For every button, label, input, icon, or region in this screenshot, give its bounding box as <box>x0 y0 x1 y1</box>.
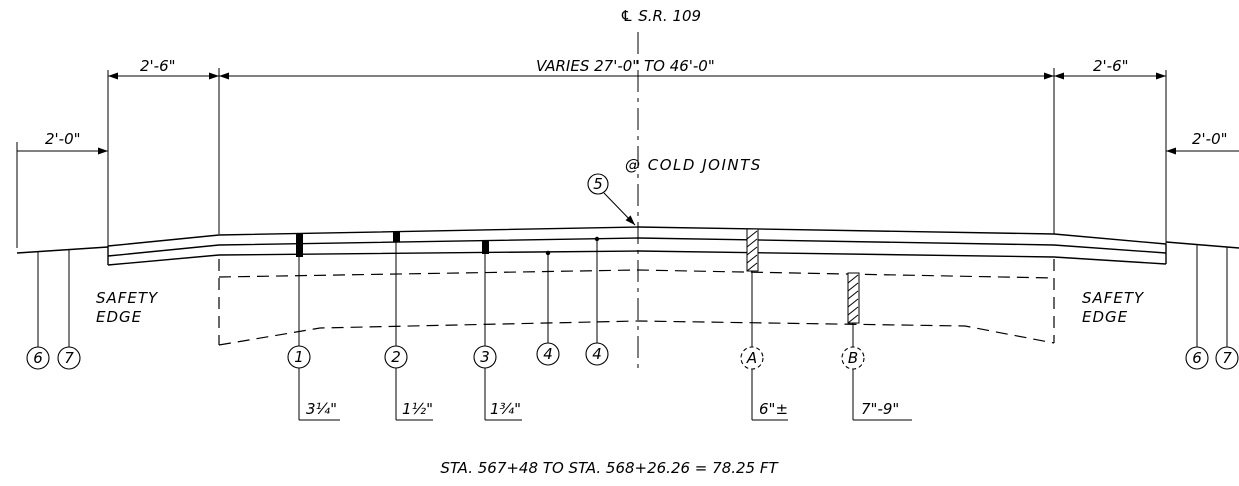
core-1 <box>296 234 303 257</box>
callout-2-label: 2 <box>391 348 401 366</box>
centerline-label: ℄ S.R. 109 <box>620 7 701 25</box>
callout-1 <box>287 345 311 369</box>
callout-3-label: 3 <box>480 348 490 366</box>
pavement-layer-2 <box>107 250 1167 266</box>
safety-edge-right-line1: SAFETY <box>1082 289 1145 307</box>
ground-left <box>16 246 109 254</box>
callout-A <box>740 346 764 370</box>
callout-1-label: 1 <box>294 348 304 366</box>
callout-6-left-label: 6 <box>33 349 43 367</box>
callout-B <box>841 346 865 370</box>
dim-right-outer-label: 2'-0" <box>1192 130 1228 148</box>
callout-7-right-label: 7 <box>1222 349 1232 367</box>
callout-2 <box>384 345 408 369</box>
callout-B-label: B <box>848 349 858 367</box>
thickness-2: 1½" <box>402 400 433 418</box>
safety-edge-right-line2: EDGE <box>1082 308 1128 326</box>
callout-4b-label: 4 <box>592 345 602 363</box>
callout-A-label: A <box>746 349 757 367</box>
dim-right-shoulder-label: 2'-6" <box>1093 57 1129 75</box>
callout-7-right <box>1215 346 1239 370</box>
callout-7-left <box>57 346 81 370</box>
thickness-A: 6"± <box>759 400 788 418</box>
core-B <box>847 272 860 324</box>
callout-6-right-label: 6 <box>1192 349 1202 367</box>
safety-edge-left-line2: EDGE <box>96 308 142 326</box>
callout-5 <box>587 173 609 195</box>
dim-left-shoulder-label: 2'-6" <box>140 57 176 75</box>
dim-main-width-label: VARIES 27'-0" TO 46'-0" <box>536 57 715 75</box>
core-3 <box>482 241 489 254</box>
pavement-top <box>107 226 1167 247</box>
callout-6-left <box>26 346 50 370</box>
callout-4a-label: 4 <box>543 345 553 363</box>
core-2 <box>393 232 400 242</box>
thickness-B: 7"-9" <box>861 400 899 418</box>
station-range-text: STA. 567+48 TO STA. 568+26.26 = 78.25 FT <box>440 459 779 477</box>
subgrade-upper-dashed <box>218 269 1055 279</box>
thickness-1: 3¼" <box>306 400 337 418</box>
callout-6-right <box>1185 346 1209 370</box>
callout-3 <box>473 345 497 369</box>
dim-left-outer-label: 2'-0" <box>45 130 81 148</box>
pavement-layer-1 <box>107 237 1167 257</box>
leader-5 <box>603 192 636 226</box>
callout-4b <box>585 342 609 366</box>
ground-right <box>1165 241 1239 249</box>
callout-5-label: 5 <box>593 175 603 193</box>
core-A <box>746 228 759 272</box>
callout-4a <box>536 342 560 366</box>
callout-7-left-label: 7 <box>64 349 74 367</box>
subgrade-lower-dashed <box>218 320 1055 346</box>
cold-joints-label: @ COLD JOINTS <box>625 156 762 174</box>
safety-edge-left-line1: SAFETY <box>96 289 159 307</box>
thickness-3: 1¾" <box>490 400 521 418</box>
